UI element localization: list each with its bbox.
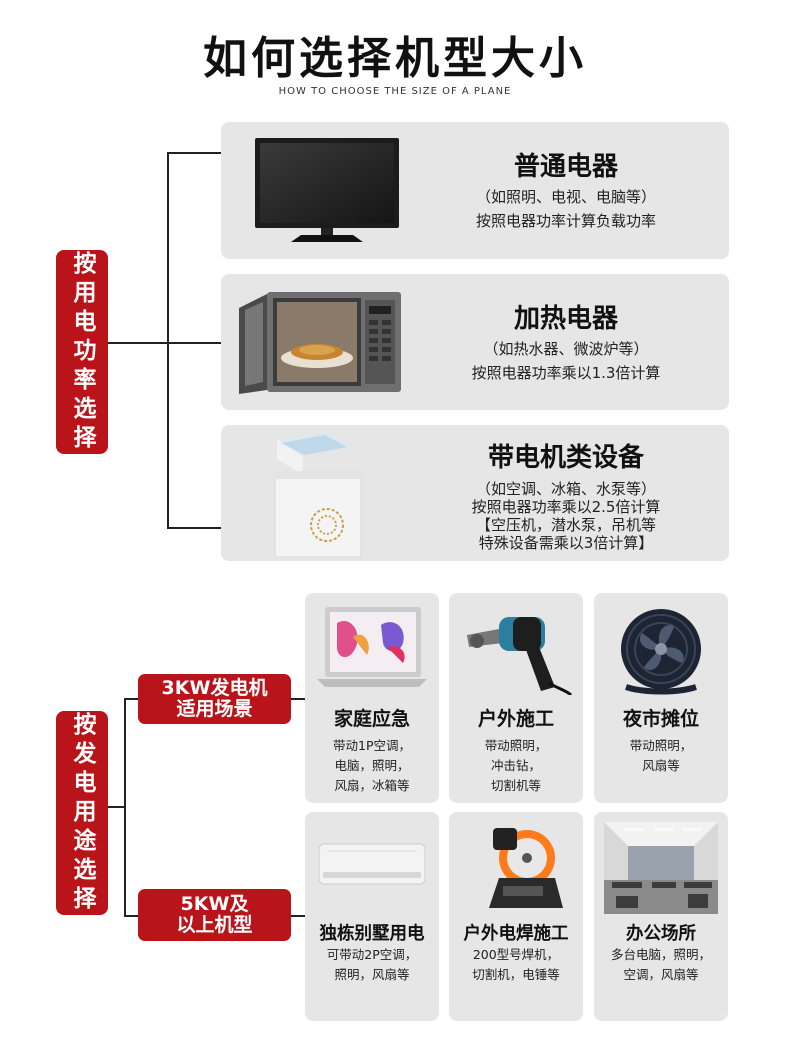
cutoff-saw-icon: [459, 822, 573, 914]
usage-text: 带动照明，: [484, 738, 548, 753]
card-text: 按照电器功率乘以2.5倍计算: [471, 498, 661, 516]
usage-text: 照明，风扇等: [334, 967, 410, 982]
bracket-line: [167, 152, 221, 154]
drill-icon: [459, 603, 573, 695]
usage-title: 户外电焊施工: [463, 924, 569, 944]
usage-title: 办公场所: [626, 924, 696, 944]
group-label-3kw: 3KW发电机 适用场景: [138, 674, 291, 724]
bracket-line: [124, 698, 126, 917]
card-text: 按照电器功率计算负载功率: [475, 212, 656, 230]
bracket-line: [124, 698, 138, 700]
connector-line: [108, 806, 124, 808]
page-title: 如何选择机型大小: [203, 33, 587, 84]
usage-text: 200型号焊机，: [472, 947, 560, 962]
usage-title: 夜市摊位: [622, 708, 699, 730]
power-side-label: 按用电功率选择: [56, 250, 108, 454]
usage-text: 风扇等: [642, 758, 680, 773]
group-label-line: 以上机型: [176, 914, 253, 936]
card-title: 普通电器: [513, 152, 618, 182]
group-label-line: 3KW发电机: [161, 677, 268, 699]
usage-text: 冲击钻，: [490, 758, 541, 773]
power-card-normal: 普通电器 （如照明、电视、电脑等） 按照电器功率计算负载功率: [221, 122, 729, 259]
card-text: （如热水器、微波炉等）: [483, 340, 649, 358]
bracket-line: [291, 698, 305, 700]
bracket-line: [167, 527, 221, 529]
card-text: 按照电器功率乘以1.3倍计算: [471, 364, 661, 382]
card-title: 带电机类设备: [487, 443, 644, 473]
usage-text: 电脑，照明，: [334, 758, 410, 773]
usage-text: 带动照明，: [629, 738, 693, 753]
usage-card-nightmarket: 夜市摊位 带动照明， 风扇等: [594, 593, 728, 803]
bracket-line: [167, 342, 221, 344]
card-title: 加热电器: [513, 304, 618, 334]
bracket-line: [167, 152, 169, 529]
air-conditioner-icon: [315, 822, 429, 914]
usage-card-home: 家庭应急 带动1P空调， 电脑，照明， 风扇，冰箱等: [305, 593, 439, 803]
card-text: 【空压机，潜水泵，吊机等: [475, 516, 656, 534]
laptop-icon: [315, 603, 429, 695]
usage-title: 独栋别墅用电: [319, 924, 425, 944]
usage-text: 可带动2P空调，: [326, 947, 418, 962]
usage-text: 多台电脑，照明，: [610, 947, 711, 962]
card-text: （如空调、冰箱、水泵等）: [475, 480, 656, 498]
bracket-line: [124, 915, 138, 917]
usage-title: 户外施工: [477, 708, 554, 730]
connector-line: [108, 342, 167, 344]
power-card-motor: 带电机类设备 （如空调、冰箱、水泵等） 按照电器功率乘以2.5倍计算 【空压机，…: [221, 425, 729, 561]
bracket-line: [291, 915, 305, 917]
usage-card-welding: 户外电焊施工 200型号焊机， 切割机，电锤等: [449, 812, 583, 1021]
group-label-line: 5KW及: [180, 893, 249, 915]
card-text: （如照明、电视、电脑等）: [475, 188, 656, 206]
usage-title: 家庭应急: [333, 708, 410, 730]
group-label-line: 适用场景: [176, 698, 253, 720]
usage-card-villa: 独栋别墅用电 可带动2P空调， 照明，风扇等: [305, 812, 439, 1021]
microwave-icon: [237, 286, 405, 398]
card-text: 特殊设备需乘以3倍计算】: [478, 534, 654, 552]
tv-icon: [255, 138, 399, 244]
usage-card-outdoor: 户外施工 带动照明， 冲击钻， 切割机等: [449, 593, 583, 803]
power-card-heating: 加热电器 （如热水器、微波炉等） 按照电器功率乘以1.3倍计算: [221, 274, 729, 410]
usage-text: 风扇，冰箱等: [334, 778, 410, 793]
office-icon: [604, 822, 718, 914]
usage-text: 切割机，电锤等: [472, 967, 560, 982]
usage-text: 切割机等: [490, 778, 541, 793]
usage-side-label: 按发电用途选择: [56, 711, 108, 915]
fan-icon: [604, 603, 718, 695]
usage-text: 空调，风扇等: [623, 967, 699, 982]
group-label-5kw: 5KW及 以上机型: [138, 889, 291, 941]
page-subtitle: HOW TO CHOOSE THE SIZE OF A PLANE: [278, 86, 512, 97]
usage-text: 带动1P空调，: [333, 738, 411, 753]
usage-card-office: 办公场所 多台电脑，照明， 空调，风扇等: [594, 812, 728, 1021]
freezer-icon: [267, 429, 367, 559]
